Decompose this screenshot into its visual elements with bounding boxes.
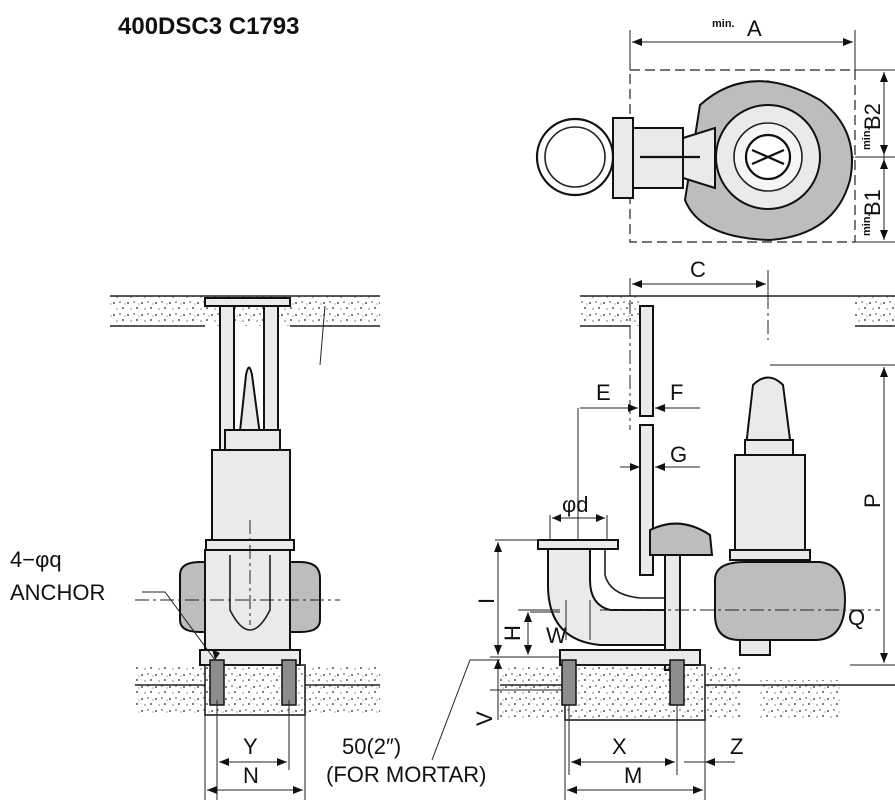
lifting-cone-side: [743, 376, 794, 456]
dim-n: N: [243, 763, 259, 788]
dim-q: Q: [848, 605, 865, 630]
pump-volute-side: [714, 561, 847, 641]
coupling: [649, 522, 714, 556]
anchor-label: ANCHOR: [10, 580, 105, 605]
dim-b1: B1: [860, 189, 885, 216]
dim-z: Z: [730, 734, 743, 759]
mortar-size-label: 50(2″): [342, 734, 401, 759]
front-view: Y N 4−φq ANCHOR: [10, 295, 380, 800]
min-label-b1: min.: [861, 213, 873, 236]
impeller-mark: [751, 148, 785, 166]
anchor-bolt-side-left: [561, 659, 577, 706]
anchor-bolt-left: [209, 659, 225, 706]
dim-p: P: [860, 493, 885, 508]
dim-g: G: [670, 442, 687, 467]
dim-b2: B2: [860, 103, 885, 130]
dim-w: W: [546, 623, 567, 648]
model-title: 400DSC3 C1793: [118, 13, 299, 40]
discharge-ring-inner: [544, 126, 606, 188]
dim-y: Y: [243, 734, 258, 759]
min-label-a: min.: [712, 18, 735, 30]
min-label-b2: min.: [861, 127, 873, 150]
dim-h: H: [500, 625, 525, 641]
dim-a: A: [747, 16, 762, 41]
dim-i: I: [474, 598, 499, 604]
discharge-ring-outer: [535, 117, 615, 197]
mortar-note-label: (FOR MORTAR): [326, 762, 487, 787]
anchor-quantity-label: 4−φq: [10, 547, 62, 572]
dim-f: F: [670, 380, 683, 405]
dim-e: E: [596, 380, 611, 405]
discharge-elbow: [547, 548, 681, 646]
guide-pipe-side: [639, 305, 654, 417]
anchor-bolt-right: [281, 659, 297, 706]
dim-v: V: [472, 711, 497, 726]
motor-body: [211, 449, 291, 541]
dim-c: C: [690, 257, 706, 282]
dim-x: X: [612, 734, 627, 759]
anchor-bolt-side-right: [669, 659, 685, 706]
discharge-flange: [537, 539, 619, 550]
dim-m: M: [624, 763, 642, 788]
dim-phi-d: φd: [562, 492, 589, 517]
plan-view: min. A B2 B1 min. min.: [535, 16, 895, 243]
connection-flange: [612, 117, 634, 199]
motor-body-side: [734, 454, 806, 556]
side-view: C E F G φd: [326, 257, 895, 800]
